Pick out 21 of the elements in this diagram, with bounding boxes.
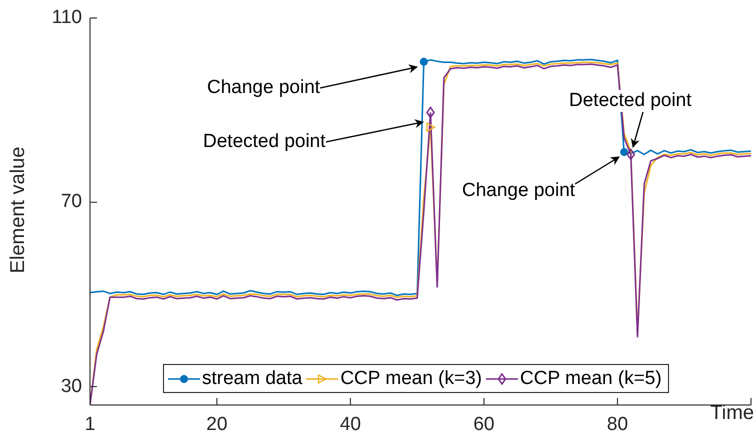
legend-label: stream data — [202, 368, 302, 390]
tick-label: 1 — [84, 414, 96, 436]
tick-label: 30 — [60, 376, 82, 398]
tick-label: 70 — [60, 191, 82, 214]
axis-title: Element value — [7, 146, 29, 274]
axis-title: Time — [710, 402, 754, 424]
leader-arrow — [574, 156, 620, 185]
annotation-label: Detected point — [203, 131, 326, 153]
leader-arrow — [325, 119, 424, 143]
leader-arrow — [320, 64, 418, 89]
tick-label: 110 — [52, 7, 82, 29]
annotation-label: Change point — [462, 180, 576, 202]
tick-label: 80 — [606, 414, 628, 436]
tick-label: 40 — [340, 414, 361, 436]
tick-label: 60 — [473, 414, 494, 436]
tick-label: 20 — [206, 414, 228, 436]
legend-label: CCP mean (k=3) — [340, 368, 482, 390]
legend-label: CCP mean (k=5) — [520, 368, 662, 390]
leader-arrow — [630, 112, 644, 148]
annotation-label: Change point — [207, 77, 320, 99]
annotation-label: Detected point — [569, 90, 692, 112]
